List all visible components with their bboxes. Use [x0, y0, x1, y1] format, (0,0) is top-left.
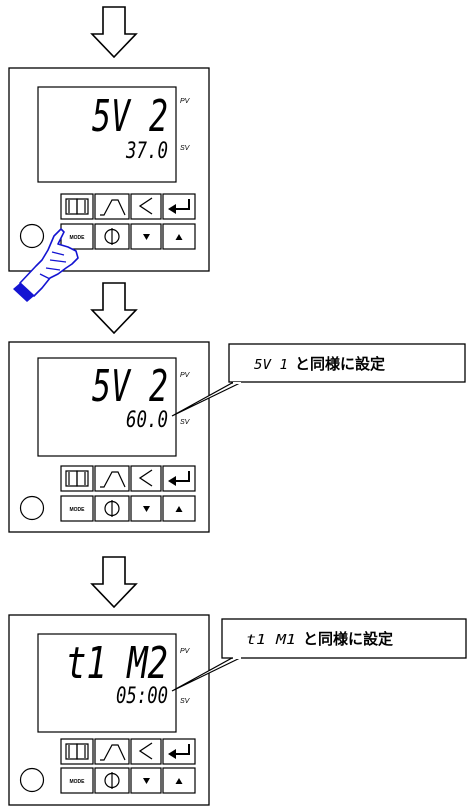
- up-key[interactable]: [162, 223, 196, 250]
- pv-label: PV: [180, 98, 191, 105]
- lcd-display: [37, 633, 177, 733]
- callout-2: t1 M1 と同様に設定: [171, 618, 467, 692]
- sv-value: 37.0: [125, 139, 168, 164]
- down-triangle-icon: [143, 778, 150, 784]
- up-key[interactable]: [162, 495, 196, 522]
- run-stop-key[interactable]: [94, 767, 130, 794]
- mode-label: MODE: [70, 507, 86, 513]
- controller-panel-1: 5V 2 37.0 PV SV: [8, 67, 210, 302]
- mode-key[interactable]: MODE: [60, 495, 94, 522]
- enter-icon: [168, 744, 190, 759]
- callout-text: と同様に設定: [295, 355, 385, 373]
- enter-key[interactable]: [162, 738, 196, 765]
- up-key[interactable]: [162, 767, 196, 794]
- left-key[interactable]: [130, 738, 162, 765]
- sv-label: SV: [180, 419, 191, 426]
- up-triangle-icon: [175, 234, 183, 240]
- mode-key[interactable]: MODE: [60, 223, 94, 250]
- mode-label: MODE: [70, 235, 86, 241]
- lcd-display: [37, 357, 177, 457]
- up-triangle-icon: [175, 506, 183, 512]
- down-key[interactable]: [130, 223, 162, 250]
- sv-value: 60.0: [126, 408, 168, 433]
- sv-label: SV: [180, 145, 191, 152]
- pv-value: t1 M2: [66, 638, 168, 689]
- ramp-profile-icon: [100, 744, 126, 761]
- callout-code: t1 M1: [246, 633, 296, 648]
- power-icon: [104, 500, 120, 517]
- mode-key[interactable]: MODE: [60, 767, 94, 794]
- left-arrow-icon: [138, 197, 153, 215]
- left-key[interactable]: [130, 193, 162, 220]
- lcd-display: [37, 86, 177, 183]
- down-arrow-icon: [91, 282, 137, 334]
- ramp-profile-icon: [100, 471, 126, 488]
- pv-value: 5V 2: [92, 91, 168, 142]
- down-key[interactable]: [130, 495, 162, 522]
- ramp-profile-key[interactable]: [94, 193, 130, 220]
- pv-label: PV: [180, 648, 191, 655]
- sv-value: 05:00: [116, 684, 168, 709]
- enter-icon: [168, 471, 190, 486]
- run-stop-key[interactable]: [94, 495, 130, 522]
- book-icon: [65, 198, 89, 215]
- pv-label: PV: [180, 372, 191, 379]
- callout-text: と同様に設定: [303, 630, 393, 648]
- left-arrow-icon: [138, 742, 153, 760]
- run-stop-key[interactable]: [94, 223, 130, 250]
- pointing-hand-icon: [13, 228, 79, 302]
- indicator-lamp: [19, 495, 45, 521]
- down-triangle-icon: [143, 234, 150, 240]
- callout-code: 5V 1: [254, 358, 288, 373]
- mode-label: MODE: [70, 779, 86, 785]
- down-triangle-icon: [143, 506, 150, 512]
- book-icon: [65, 743, 89, 760]
- callout-1: 5V 1 と同様に設定: [171, 343, 466, 417]
- enter-key[interactable]: [162, 193, 196, 220]
- controller-panel-2: 5V 2 60.0 PV SV M: [8, 341, 210, 533]
- indicator-lamp: [19, 223, 45, 249]
- sv-label: SV: [180, 698, 191, 705]
- book-icon: [65, 470, 89, 487]
- controller-panel-3: t1 M2 05:00 PV SV: [8, 614, 210, 806]
- ramp-profile-key[interactable]: [94, 465, 130, 492]
- ramp-profile-icon: [100, 199, 126, 216]
- ramp-profile-key[interactable]: [94, 738, 130, 765]
- pv-value: 5V 2: [92, 361, 168, 412]
- down-key[interactable]: [130, 767, 162, 794]
- down-arrow-icon: [91, 6, 137, 58]
- enter-icon: [168, 199, 190, 214]
- up-triangle-icon: [175, 778, 183, 784]
- power-icon: [104, 772, 120, 789]
- indicator-lamp: [19, 767, 45, 793]
- enter-key[interactable]: [162, 465, 196, 492]
- book-key[interactable]: [60, 465, 94, 492]
- book-key[interactable]: [60, 738, 94, 765]
- left-arrow-icon: [138, 469, 153, 487]
- down-arrow-icon: [91, 556, 137, 608]
- power-icon: [104, 228, 120, 245]
- left-key[interactable]: [130, 465, 162, 492]
- book-key[interactable]: [60, 193, 94, 220]
